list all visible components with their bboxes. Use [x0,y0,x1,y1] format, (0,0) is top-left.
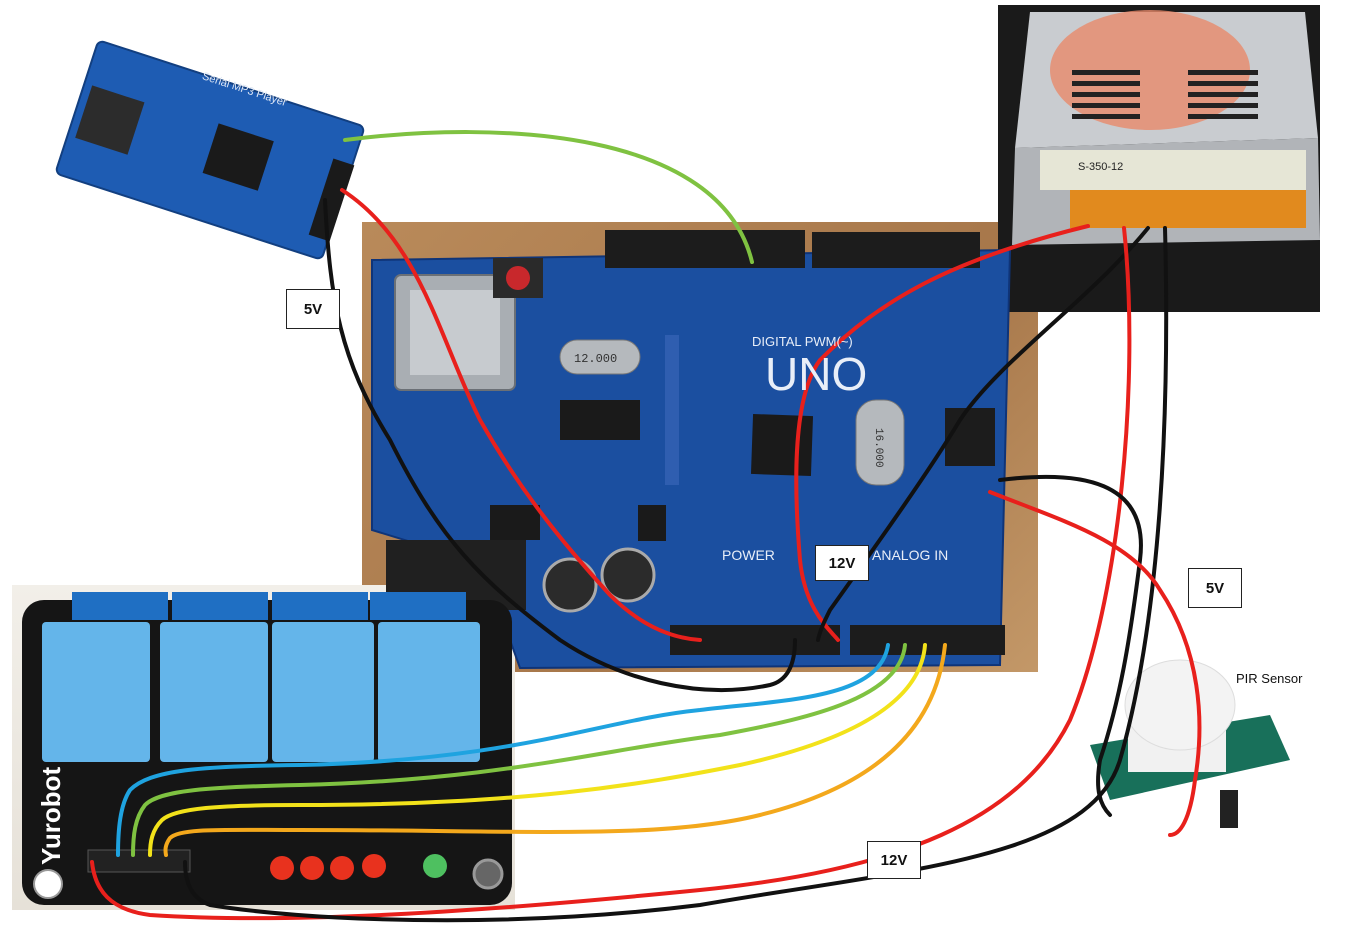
psu-label-plate [1040,150,1306,190]
power-led [423,854,447,878]
pir-sensor-title: PIR Sensor [1236,671,1303,686]
pir-sensor [1090,659,1290,828]
relay-1 [42,622,150,762]
capacitor-2 [600,547,656,603]
relay-module [22,592,512,905]
wire-red-mp3-5v [340,188,702,642]
relay-input-header [87,849,191,873]
arduino-12v-label: 12V [815,545,869,581]
digital-header-2 [812,232,980,268]
arduino-power-label: POWER [722,547,775,563]
wire-red-pir-vcc [988,490,1202,837]
pir-dome [1124,659,1236,751]
usb-chip [560,400,640,440]
crystal-oscillator-2 [855,399,905,486]
pir-5v-label: 5V [1188,568,1242,608]
bottom-12v-label: 12V [867,841,921,879]
icsp-header [945,408,995,466]
led-2 [300,856,324,880]
arduino-analog-label: ANALOG IN [872,547,948,563]
analog-header [850,625,1005,655]
wire-black-psu-gnd [816,226,1150,642]
arduino-uno-label: UNO [765,348,867,400]
mp3-pin-header [308,158,355,242]
crystal-label: 12.000 [574,352,617,366]
wire-red-psu-relay [90,226,1132,921]
wire-orange-in4 [163,643,947,857]
led-3 [330,856,354,880]
crystal2-label: 16.000 [872,428,884,468]
wire-red-psu-vin [794,224,1090,642]
audio-jack [75,85,145,155]
crystal-oscillator [559,339,641,375]
relay-4 [378,622,480,762]
mp3-module [55,40,365,260]
psu-model-label: S-350-12 [1078,161,1123,173]
wire-blue-in1 [116,643,890,857]
wire-black-pir-gnd [998,474,1143,817]
arduino-digital-label: DIGITAL PWM(~) [752,334,853,349]
power-supply [1012,10,1320,245]
wire-green-in2 [131,643,907,857]
relay-2 [160,622,268,762]
relay-brand-label: Yurobot [36,766,66,865]
wire-green-mp3 [343,130,754,264]
led-4 [362,854,386,878]
relay-3 [272,622,374,762]
capacitor-1 [542,557,598,613]
psu-terminal-strip [1070,190,1306,228]
mcu-chip [750,413,814,477]
digital-header-1 [605,230,805,268]
mp3-chip [202,123,274,191]
wire-yellow-in3 [148,643,927,857]
led-1 [270,856,294,880]
mp3-5v-label: 5V [286,289,340,329]
reset-button [506,266,530,290]
wire-black-mp3-gnd [323,198,797,692]
